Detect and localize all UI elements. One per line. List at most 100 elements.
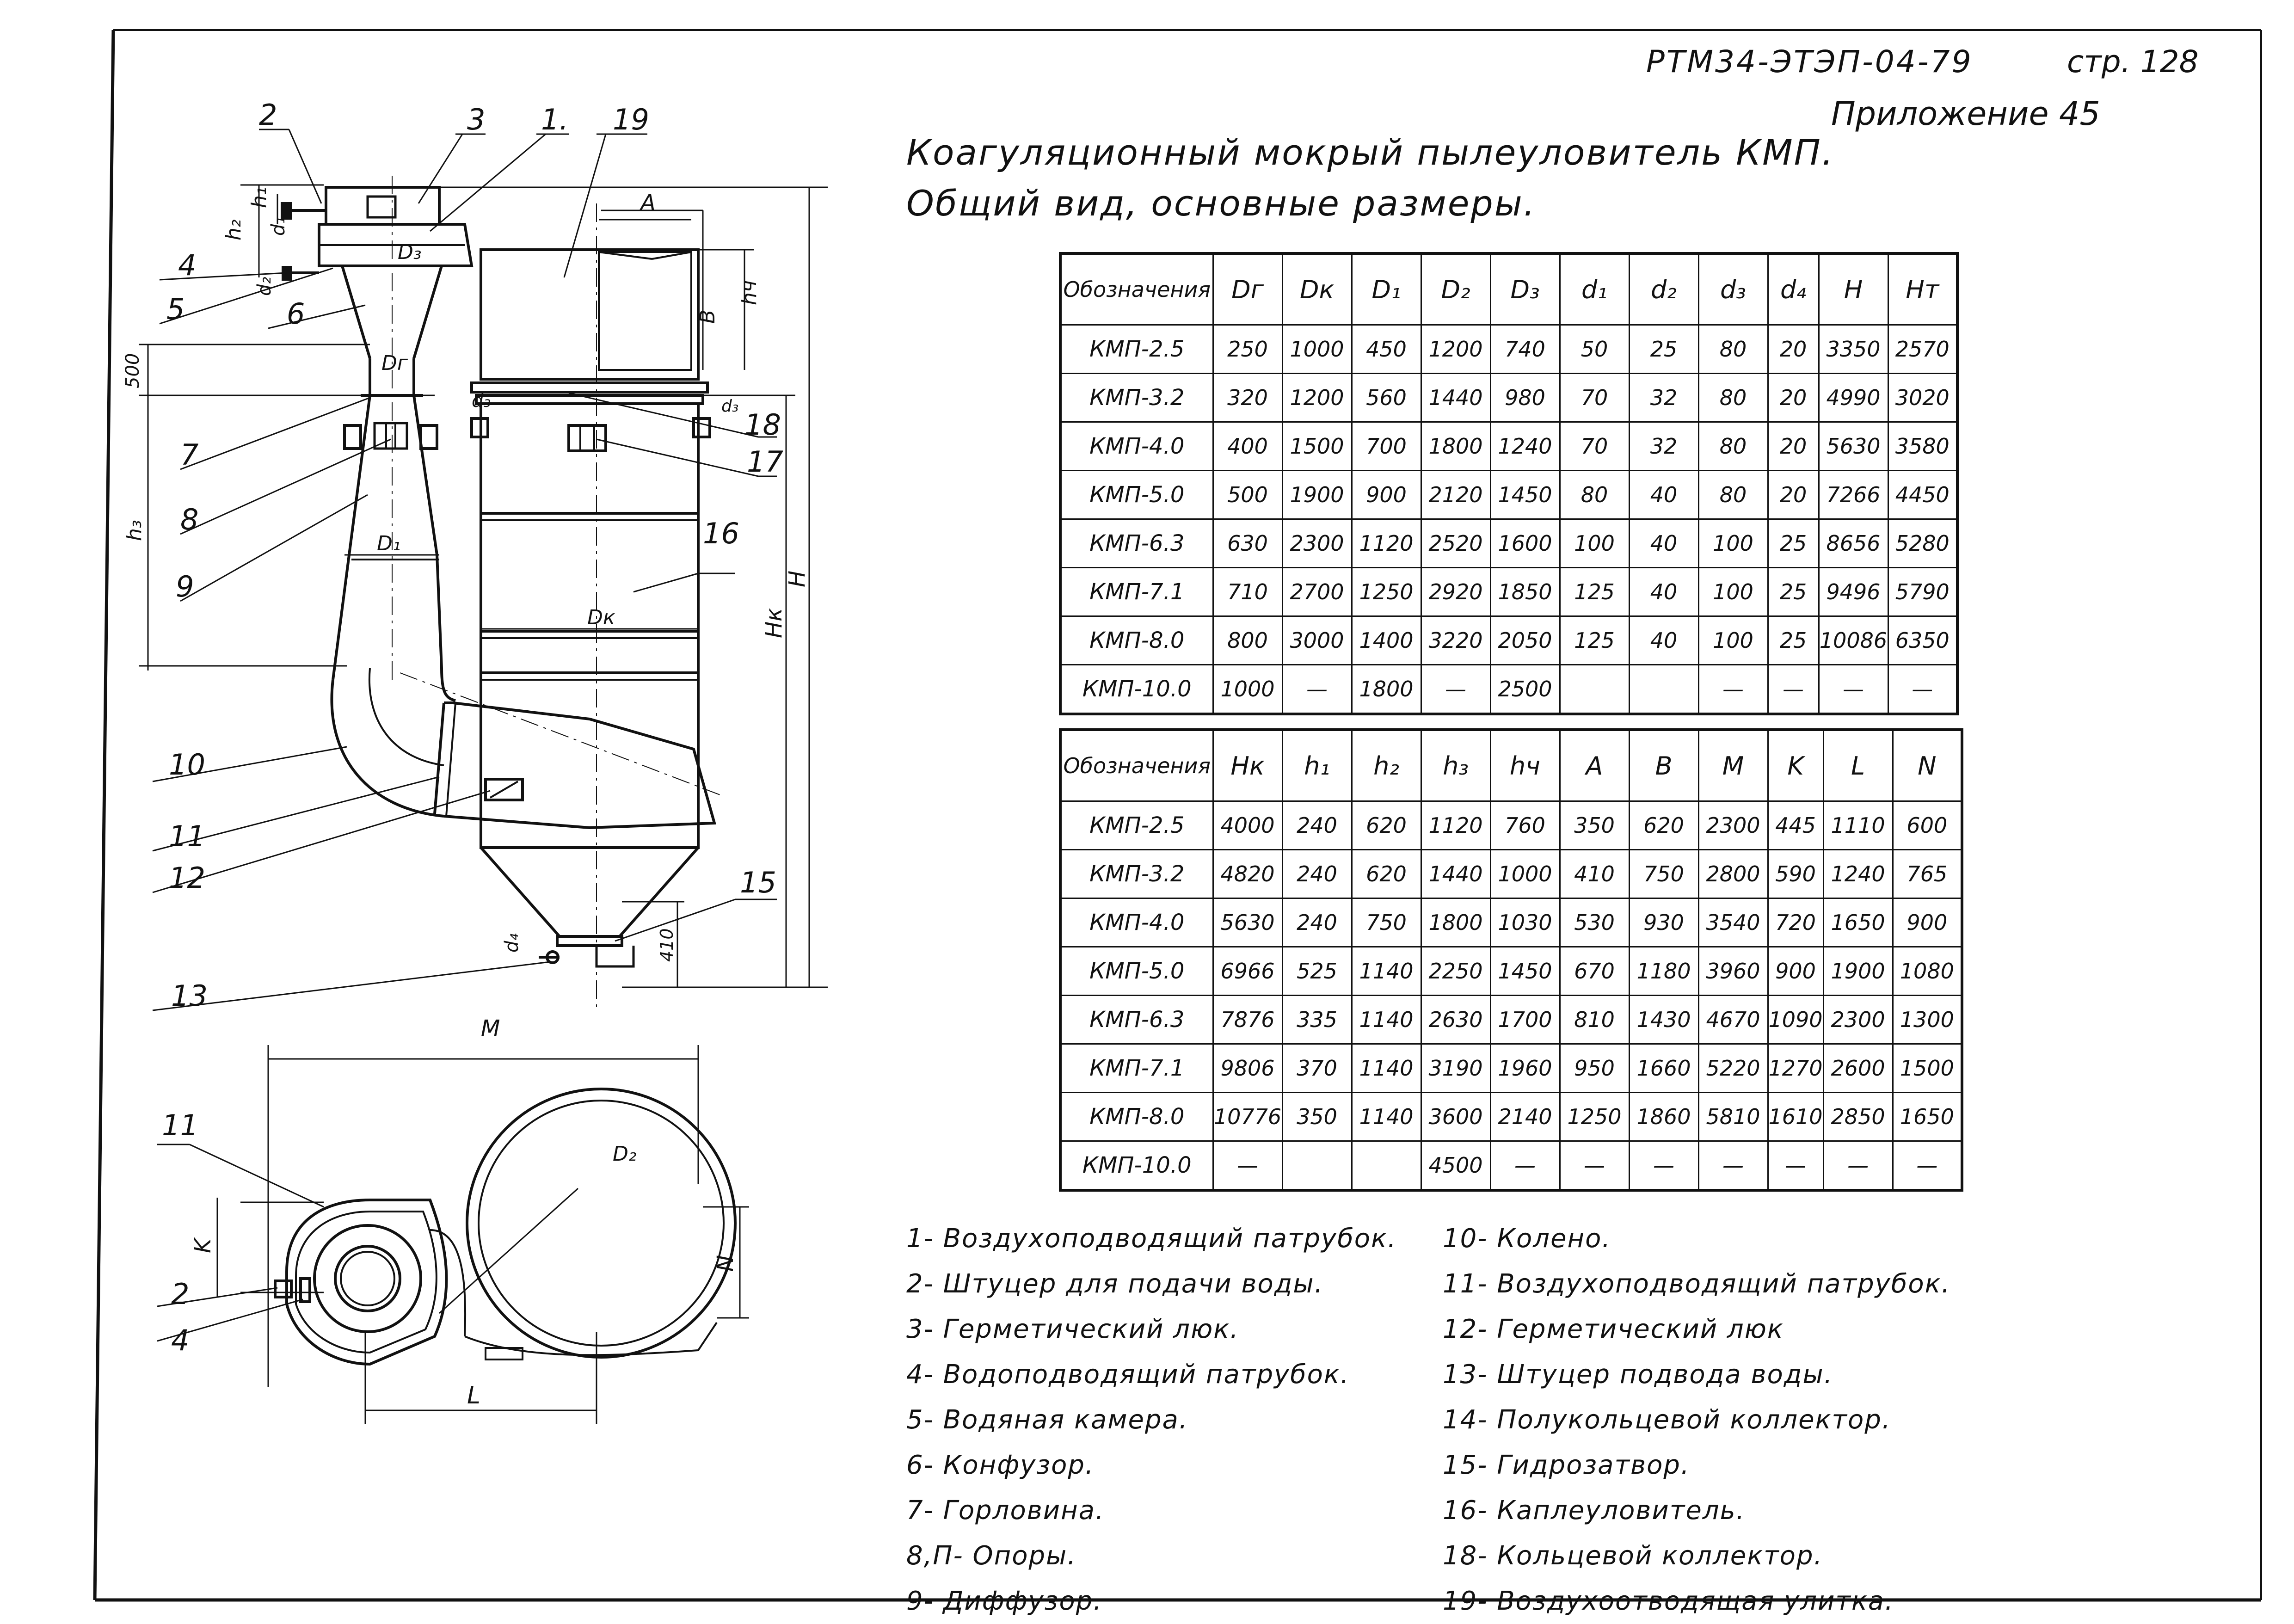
- row-model-name: КМП-8.0: [1059, 1092, 1214, 1142]
- dim-h2: h₂: [222, 219, 246, 240]
- table-cell: 100: [1559, 518, 1630, 568]
- column-header: Hк: [1212, 729, 1283, 802]
- table-cell: —: [1767, 1140, 1824, 1191]
- table-cell: 1900: [1281, 470, 1353, 520]
- legend-item: 5- Водяная камера.: [906, 1405, 1188, 1435]
- row-model-name: КМП-6.3: [1059, 995, 1214, 1045]
- table-cell: 1430: [1628, 995, 1699, 1045]
- table-cell: 32: [1628, 373, 1699, 423]
- table-cell: 80: [1697, 470, 1769, 520]
- table-cell: 980: [1489, 373, 1561, 423]
- table-cell: —: [1767, 664, 1820, 715]
- table-cell: 2300: [1281, 518, 1353, 568]
- table-cell: 1440: [1420, 849, 1491, 899]
- row-model-name: КМП-2.5: [1059, 324, 1214, 374]
- callout-4: 4: [178, 248, 196, 282]
- table-cell: 125: [1559, 615, 1630, 665]
- table-cell: 2700: [1281, 567, 1353, 617]
- column-header: h₃: [1420, 729, 1491, 802]
- column-header: d₄: [1767, 252, 1820, 326]
- table-cell: —: [1420, 664, 1491, 715]
- dim-d4: d₄: [501, 934, 523, 953]
- column-header: N: [1892, 729, 1963, 802]
- table-cell: 1140: [1351, 1092, 1422, 1142]
- legend-item: 14- Полукольцевой коллектор.: [1443, 1405, 1891, 1435]
- column-header: d₁: [1559, 252, 1630, 326]
- callout-10: 10: [169, 748, 205, 781]
- legend-item: 4- Водоподводящий патрубок.: [906, 1359, 1350, 1390]
- table-cell: 1960: [1489, 1043, 1561, 1093]
- table-cell: 950: [1559, 1043, 1630, 1093]
- dim-d2: d₂: [254, 277, 275, 296]
- dim-Dk: Dк: [587, 606, 615, 629]
- table-cell: 3020: [1887, 373, 1958, 423]
- table-cell: 100: [1697, 518, 1769, 568]
- table-cell: 4000: [1212, 800, 1283, 850]
- column-header: Hт: [1887, 252, 1958, 326]
- table-cell: 3350: [1818, 324, 1889, 374]
- table-cell: 1660: [1628, 1043, 1699, 1093]
- table-cell: 1240: [1489, 421, 1561, 471]
- column-header: Dг: [1212, 252, 1283, 326]
- table-cell: 740: [1489, 324, 1561, 374]
- dim-Dr: Dг: [381, 351, 408, 375]
- column-header: M: [1697, 729, 1769, 802]
- dim-H: H: [784, 571, 810, 587]
- table-cell: 900: [1892, 898, 1963, 947]
- column-header-designation: Обозначения: [1059, 729, 1214, 802]
- table-cell: 1140: [1351, 1043, 1422, 1093]
- table-cell: 2800: [1697, 849, 1769, 899]
- callout-15: 15: [740, 866, 776, 899]
- table-cell: 590: [1767, 849, 1824, 899]
- table-cell: —: [1818, 664, 1889, 715]
- table-cell: 1140: [1351, 946, 1422, 996]
- dim-Hk: Hк: [761, 608, 787, 638]
- table-cell: 370: [1281, 1043, 1353, 1093]
- dim-d3-right: d₃: [721, 397, 738, 416]
- dim-d1: d₁: [268, 217, 289, 236]
- table-cell: 600: [1892, 800, 1963, 850]
- dim-410: 410: [657, 928, 677, 962]
- table-cell: —: [1628, 1140, 1699, 1191]
- table-cell: 1000: [1281, 324, 1353, 374]
- callout-2: 2: [259, 98, 277, 132]
- table-cell: 1180: [1628, 946, 1699, 996]
- table-cell: 50: [1559, 324, 1630, 374]
- table-cell: 1610: [1767, 1092, 1824, 1142]
- table-cell: 100: [1697, 567, 1769, 617]
- dim-N: N: [713, 1255, 738, 1272]
- table-cell: 1140: [1351, 995, 1422, 1045]
- table-cell: 4500: [1420, 1140, 1491, 1191]
- dim-d3-left: d₃: [472, 390, 491, 412]
- table-cell: 1850: [1489, 567, 1561, 617]
- table-cell: 10776: [1212, 1092, 1283, 1142]
- table-cell: 1500: [1281, 421, 1353, 471]
- table-row: КМП-10.0—4500———————: [1059, 1140, 1963, 1191]
- table-cell: 70: [1559, 421, 1630, 471]
- legend-left-column: 1- Воздухоподводящий патрубок.2- Штуцер …: [906, 1216, 1397, 1624]
- drawing-title: Коагуляционный мокрый пылеуловитель КМП.: [906, 132, 1834, 173]
- dim-L: L: [467, 1382, 480, 1409]
- plan-dimensions: [157, 1045, 749, 1424]
- table-cell: 20: [1767, 421, 1820, 471]
- table-cell: 20: [1767, 470, 1820, 520]
- table-cell: 3960: [1697, 946, 1769, 996]
- table-cell: 1400: [1351, 615, 1422, 665]
- row-model-name: КМП-8.0: [1059, 615, 1214, 665]
- table-cell: 1860: [1628, 1092, 1699, 1142]
- table-cell: 6966: [1212, 946, 1283, 996]
- table-cell: 25: [1628, 324, 1699, 374]
- legend-item: 13- Штуцер подвода воды.: [1443, 1359, 1833, 1390]
- table-cell: [1351, 1140, 1422, 1191]
- callout-17: 17: [747, 445, 783, 479]
- front-dimensions: [139, 184, 828, 988]
- table-cell: 1440: [1420, 373, 1491, 423]
- front-view: [281, 176, 722, 1013]
- table-cell: 25: [1767, 567, 1820, 617]
- row-model-name: КМП-3.2: [1059, 373, 1214, 423]
